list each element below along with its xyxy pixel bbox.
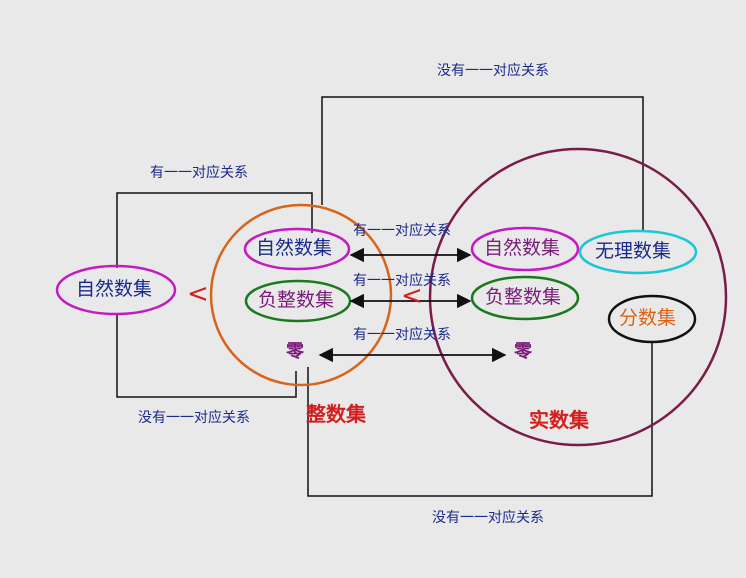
zero-in-real-label: 零 <box>514 341 532 362</box>
negative-in-real-ellipse <box>470 275 580 321</box>
real-set-label: 实数集 <box>529 408 589 432</box>
arrow3-relation-label: 有一一对应关系 <box>353 327 451 343</box>
negative-in-real-label: 负整数集 <box>485 286 562 308</box>
integer-set-label: 整数集 <box>306 402 366 426</box>
natural-in-integer-ellipse <box>243 227 351 271</box>
natural-set-left-label: 自然数集 <box>76 278 153 300</box>
less-than-left-symbol: < <box>187 279 209 309</box>
top-relation-label: 没有一一对应关系 <box>437 63 549 79</box>
arrow1-relation-label: 有一一对应关系 <box>353 223 451 239</box>
less-than-mid-symbol: < <box>401 281 423 311</box>
fraction-set-label: 分数集 <box>619 307 677 329</box>
left-top-relation-label: 有一一对应关系 <box>150 165 248 181</box>
natural-in-integer-label: 自然数集 <box>256 237 333 259</box>
top-connector-line <box>321 96 644 232</box>
negative-in-integer-label: 负整数集 <box>258 289 335 311</box>
natural-in-real-ellipse <box>470 226 580 272</box>
left-connector-line <box>116 192 313 268</box>
bottom-connector-line <box>307 342 653 497</box>
left-bottom-relation-label: 没有一一对应关系 <box>138 410 250 426</box>
natural-set-left-ellipse <box>55 264 177 316</box>
natural-in-real-label: 自然数集 <box>484 237 561 259</box>
zero-in-integer-label: 零 <box>286 341 304 362</box>
fraction-set-ellipse <box>607 294 697 344</box>
arrow2-relation-label: 有一一对应关系 <box>353 273 451 289</box>
irrational-set-ellipse <box>578 229 698 275</box>
left-bottom-connector-line <box>116 313 297 398</box>
irrational-set-label: 无理数集 <box>595 240 672 262</box>
bottom-relation-label: 没有一一对应关系 <box>432 510 544 526</box>
